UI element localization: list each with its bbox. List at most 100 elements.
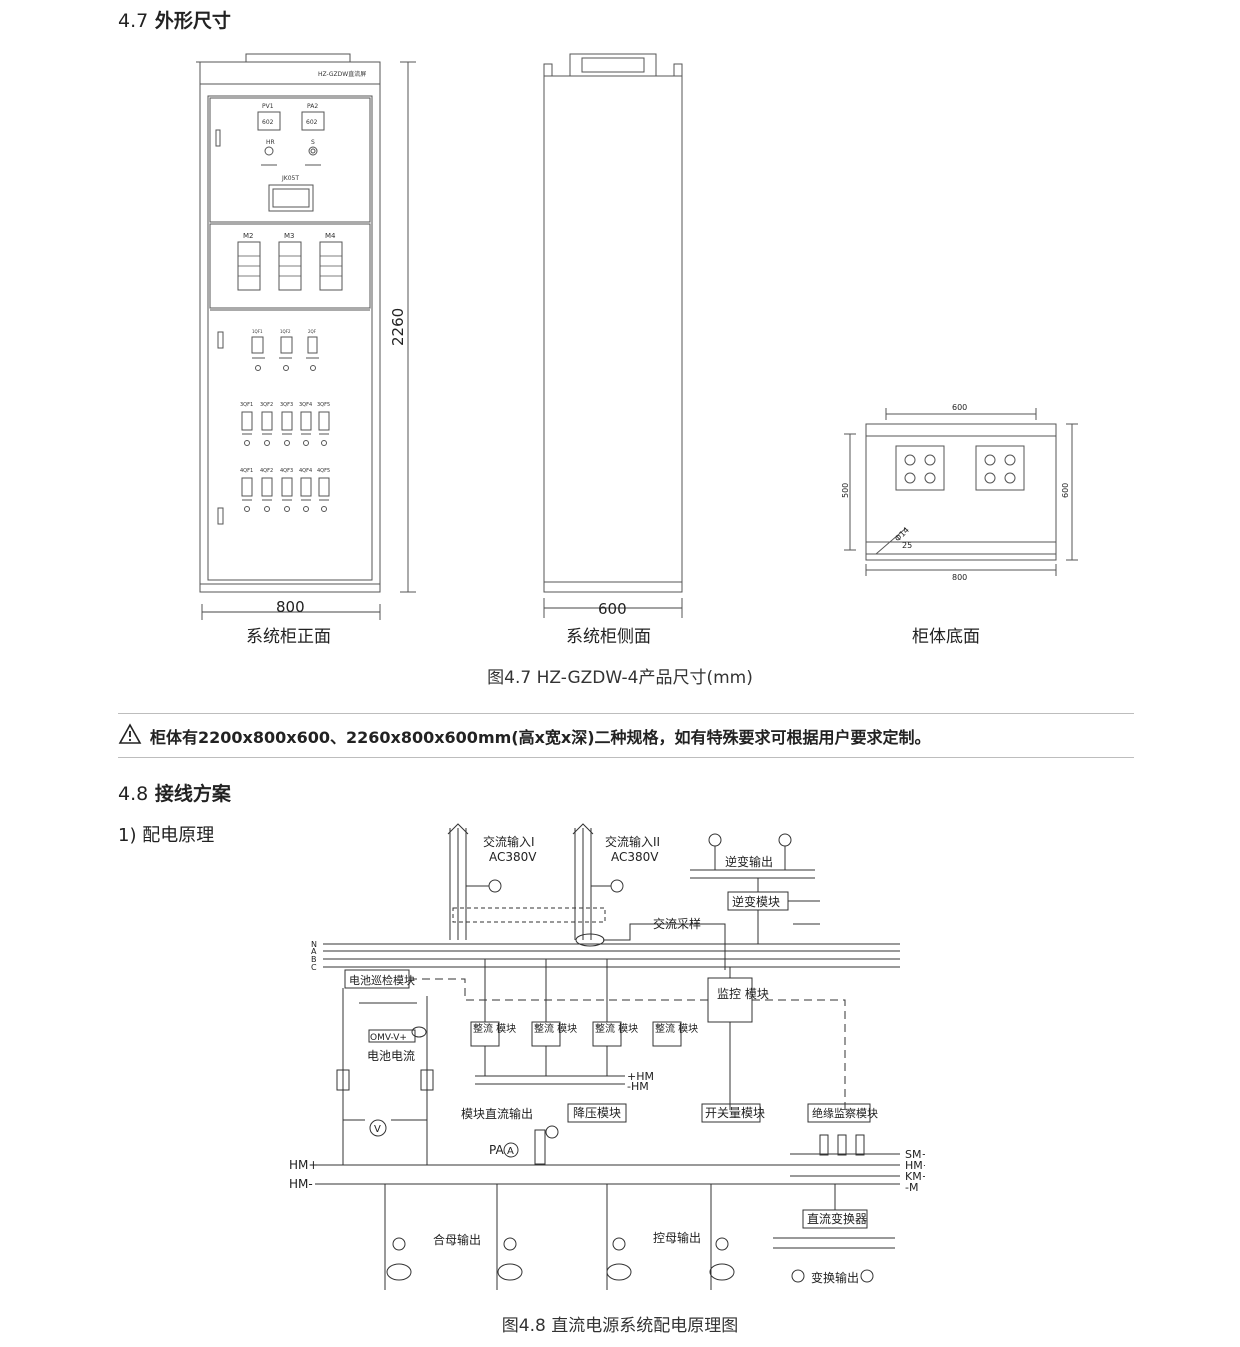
bottom-right-dim: 600: [1061, 483, 1070, 498]
notice-top-rule: [118, 713, 1134, 714]
step-down-label: 降压模块: [573, 1106, 621, 1120]
pa-label: PA: [489, 1143, 504, 1157]
lamp-label: S: [311, 139, 315, 146]
side-body: [543, 75, 683, 593]
ac-input-1-voltage: AC380V: [489, 850, 537, 864]
control-output-label: 控母输出: [653, 1230, 701, 1245]
insulation-module: [807, 1103, 871, 1123]
module-dc-output-label: 模块直流输出: [461, 1106, 533, 1121]
bus-right-label: KM+: [905, 1170, 925, 1183]
side-view-label: 系统柜侧面: [566, 627, 651, 647]
breaker-label: 4QF5: [317, 468, 330, 474]
breaker-label: 4QF2: [260, 468, 273, 474]
breaker-label: 3QF2: [260, 402, 273, 408]
bottom-left-dim: 500: [841, 483, 850, 498]
notice-text: 柜体有2200x800x600、2260x800x600mm(高x宽x深)二种规…: [150, 728, 931, 747]
rectifier-module: [652, 1021, 682, 1047]
bus-left-label: HM-: [289, 1177, 313, 1191]
dc-distribution-diagram: 交流输入I AC380V 交流输入II AC380V 逆变输出 逆变模块 交流采…: [289, 823, 925, 1290]
ac-input-2-voltage: AC380V: [611, 850, 659, 864]
phase-label: A: [311, 947, 317, 956]
ats-switch: [452, 907, 606, 923]
breaker-label: 3QF5: [317, 402, 330, 408]
indicator-lamp: [610, 879, 624, 893]
ammeter-symbol: A: [507, 1146, 514, 1157]
breaker-label: 1QF2: [280, 329, 291, 334]
controller-box: [268, 184, 314, 212]
section-4-8-heading: 4.8 接线方案: [118, 783, 231, 805]
rectifier-label: 整流 模块: [655, 1022, 698, 1035]
meter-value: 602: [262, 119, 274, 126]
meter-label: PV1: [262, 103, 274, 110]
cabinet-bottom-drawing: 600 800 500 600 Φ14 25: [841, 403, 1078, 582]
battery-current-label: 电池电流: [367, 1049, 415, 1063]
breaker-label: 4QF4: [299, 468, 312, 474]
hole-offset: 25: [902, 541, 912, 550]
bus-left-label: HM+: [289, 1158, 318, 1172]
insulation-module-label: 绝缘监察模块: [812, 1106, 878, 1120]
inverter-output-label: 逆变输出: [725, 854, 773, 869]
side-width-dim: 600: [598, 600, 627, 618]
battery-monitor-label: 电池巡检模块: [349, 973, 415, 987]
warning-icon: [118, 723, 142, 744]
ac-input-2-label: 交流输入II: [605, 834, 660, 849]
front-width-dim: 800: [276, 598, 305, 616]
section-4-7-heading: 4.7 外形尺寸: [118, 10, 231, 32]
bus-right-label: HM+: [905, 1159, 925, 1172]
top-lift-rail: [245, 53, 351, 63]
breakers-mid-row: [241, 411, 330, 446]
closing-output-label: 合母输出: [433, 1232, 481, 1247]
subsection-title: 1) 配电原理: [118, 825, 215, 846]
convert-output-label: 变换输出: [811, 1270, 859, 1285]
controller-label: JK05T: [281, 175, 299, 182]
ammeter-icon: [503, 1142, 519, 1158]
rectifier-label: 整流 模块: [473, 1022, 516, 1035]
breaker-label: 3QF4: [299, 402, 312, 408]
upper-panel: [209, 97, 371, 223]
cabinet-front-drawing: HZ-GZDW直流屏 PV1 PA2 602 602 HR S JK05T M2…: [196, 53, 416, 620]
ovv-label: OMV-V+: [370, 1033, 407, 1043]
phase-label: C: [311, 963, 317, 972]
rectifier-label: 整流 模块: [595, 1022, 638, 1035]
front-plate-text: HZ-GZDW直流屏: [318, 70, 366, 78]
breaker-label: 1QF1: [252, 329, 263, 334]
figure-4-8-caption: 图4.8 直流电源系统配电原理图: [501, 1316, 739, 1336]
meter-value: 602: [306, 119, 318, 126]
module-label: M2: [243, 232, 254, 240]
phase-label: N: [311, 940, 317, 949]
meter-label: PA2: [307, 103, 318, 110]
front-view-label: 系统柜正面: [246, 627, 331, 647]
breakers-top-row: [251, 336, 319, 371]
breaker-label: 3QF3: [280, 402, 293, 408]
voltmeter-symbol: V: [374, 1124, 381, 1135]
bus-right-label: -M: [905, 1181, 918, 1194]
cable-hole-block-left: [895, 445, 945, 491]
minus-hm-label: -HM: [627, 1080, 649, 1093]
step-down-module: [567, 1103, 627, 1123]
cable-hole-block-right: [975, 445, 1025, 491]
dc-converter-label: 直流变换器: [807, 1211, 867, 1226]
bottom-bottom-dim: 800: [952, 573, 967, 582]
ac-sample-label: 交流采样: [653, 916, 701, 931]
breaker-label: 4QF3: [280, 468, 293, 474]
phase-label: B: [311, 955, 317, 964]
switch-module: [701, 1103, 761, 1123]
voltmeter-icon: [369, 1119, 387, 1137]
pa-shunt: [534, 1129, 546, 1165]
figure-4-7-caption: 图4.7 HZ-GZDW-4产品尺寸(mm): [487, 668, 753, 688]
module-label: M4: [325, 232, 336, 240]
bottom-view-label: 柜体底面: [912, 627, 980, 647]
bottom-top-dim: 600: [952, 403, 967, 412]
front-height-dim: 2260: [389, 308, 407, 346]
inverter-module-label: 逆变模块: [732, 894, 780, 909]
lamp-label: HR: [266, 139, 275, 146]
breaker-label: 2QF: [308, 329, 317, 334]
breaker-label: 4QF1: [240, 468, 253, 474]
cabinet-side-drawing: 600: [543, 53, 683, 618]
plus-hm-label: +HM: [627, 1070, 654, 1083]
switch-module-label: 开关量模块: [705, 1106, 765, 1120]
monitor-module-label: 监控 模块: [717, 987, 769, 1001]
breakers-low-row: [241, 477, 330, 512]
breaker-label: 3QF1: [240, 402, 253, 408]
bus-right-label: SM+: [905, 1148, 925, 1161]
